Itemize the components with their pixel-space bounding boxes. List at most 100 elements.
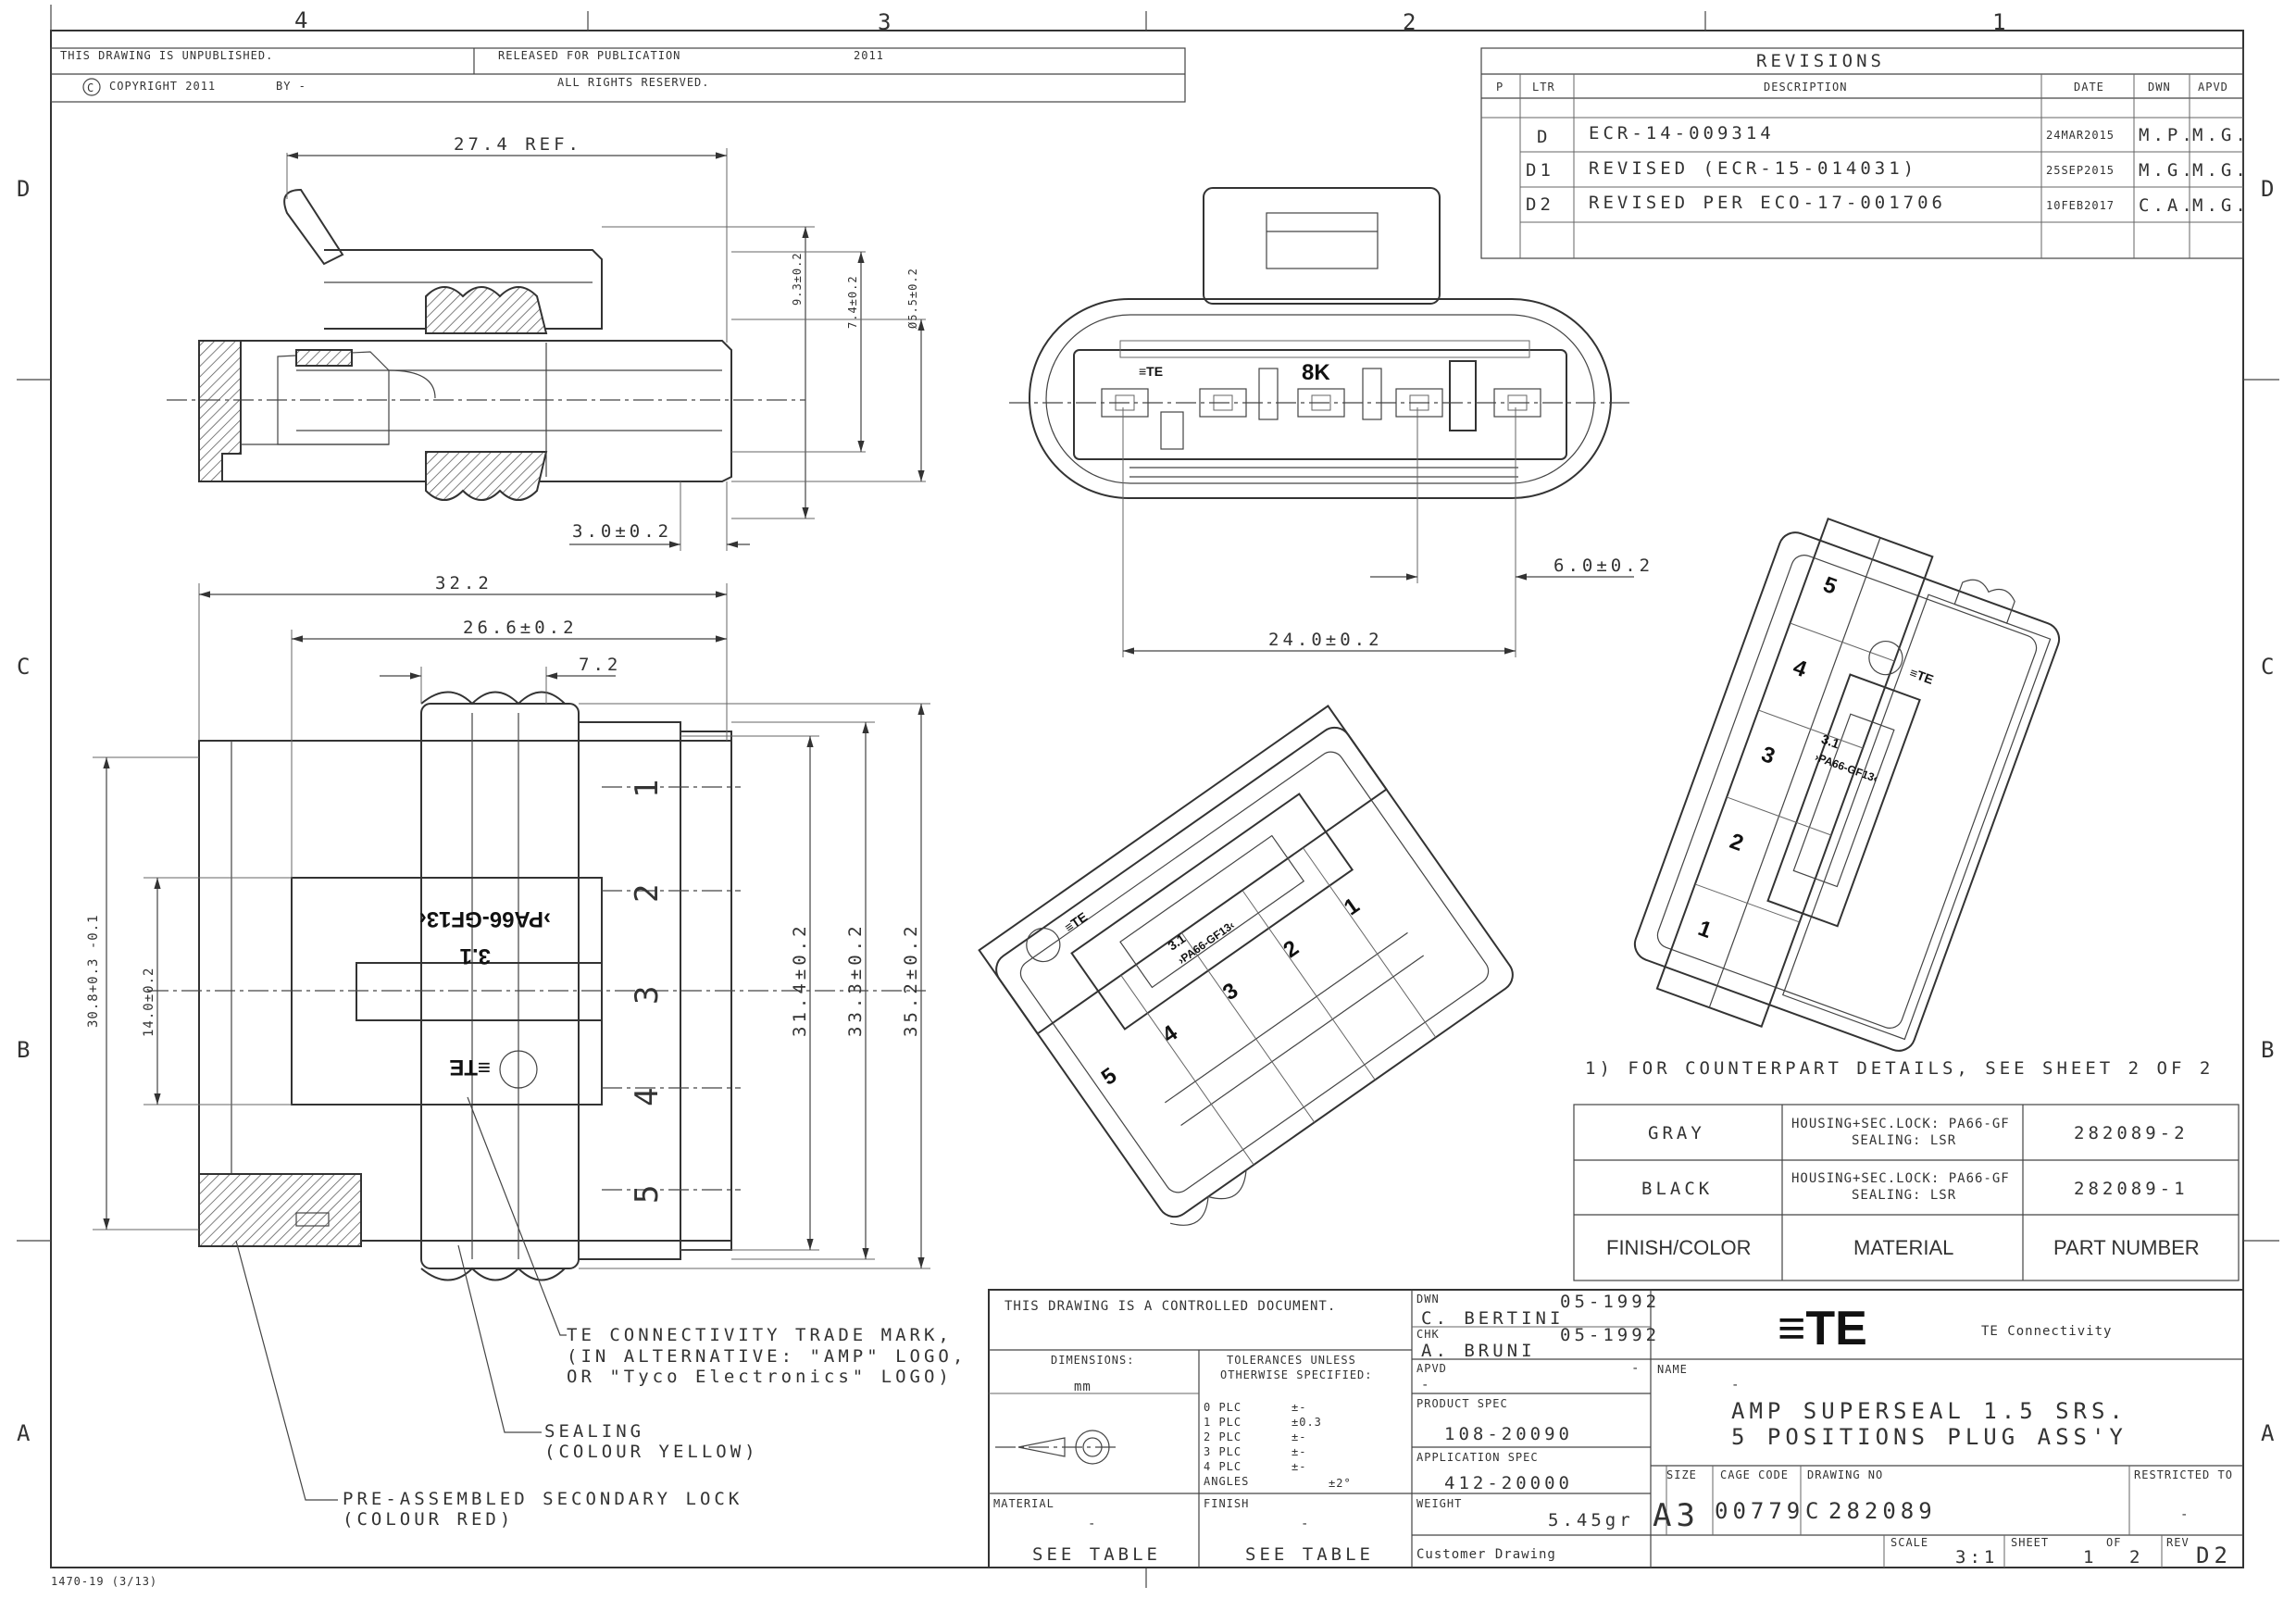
tol-2-plc-value: ±- xyxy=(1292,1430,1306,1443)
finish-row-2-material-1: HOUSING+SEC.LOCK: PA66-GF xyxy=(1791,1171,2010,1186)
zone-d-left: D xyxy=(17,176,34,202)
rev-row-3-description: REVISED PER ECO-17-001706 xyxy=(1589,193,1946,213)
front-face-view: ≡TE 8K 24.0±0.2 6.0±0.2 xyxy=(1009,187,1650,657)
company-logo: ≡TE xyxy=(1778,1302,1867,1355)
rev-row-1-apvd: M.G. xyxy=(2192,125,2250,145)
form-number: 1470-19 (3/13) xyxy=(51,1575,157,1588)
dim-3-0: 3.0±0.2 xyxy=(572,521,672,542)
rev-header-dwn: DWN xyxy=(2148,81,2171,94)
rev-header-description: DESCRIPTION xyxy=(1764,81,1847,94)
material-see-table: SEE TABLE xyxy=(1032,1544,1161,1565)
name-label: NAME xyxy=(1657,1363,1688,1376)
released-label: RELEASED FOR PUBLICATION xyxy=(498,49,680,62)
note-sealing-line-2: (COLOUR YELLOW) xyxy=(544,1442,759,1462)
side-te-logo: ≡TE xyxy=(449,1055,491,1080)
rev-row-2-ltr: D1 xyxy=(1526,160,1554,181)
drawing-no-label: DRAWING NO xyxy=(1807,1468,1883,1481)
dim-24-0: 24.0±0.2 xyxy=(1268,630,1383,650)
date-wheel-icon xyxy=(499,1050,538,1089)
dim-7-4: 7.4±0.2 xyxy=(846,275,859,329)
note-sealing-line-1: SEALING xyxy=(544,1421,644,1442)
iso-center-pos-3: 3 xyxy=(1218,978,1242,1006)
finish-row-1-color: GRAY xyxy=(1648,1123,1705,1143)
dim-32-2: 32.2 xyxy=(435,573,493,593)
iso-right-pos-2: 2 xyxy=(1727,829,1747,856)
side-elevation-view: ›PA66-GF13‹ 3.1 ≡TE 1 2 3 4 5 32.2 26.6±… xyxy=(86,573,930,1281)
iso-center-pos-2: 2 xyxy=(1279,935,1303,963)
side-pos-5: 5 xyxy=(629,1181,666,1204)
tol-3-plc-value: ±- xyxy=(1292,1445,1306,1458)
chk-label: CHK xyxy=(1416,1328,1440,1341)
cage-code-label: CAGE CODE xyxy=(1720,1468,1789,1481)
isometric-view-center: 5 4 3 2 1 3.1 ›PA66-GF13‹ ≡TE xyxy=(978,705,1514,1226)
finish-label: FINISH xyxy=(1204,1497,1249,1510)
zone-4: 4 xyxy=(294,7,312,33)
rights-reserved: ALL RIGHTS RESERVED. xyxy=(557,76,710,89)
tol-4-plc-value: ±- xyxy=(1292,1460,1306,1473)
dim-dia-5-5: Ø5.5±0.2 xyxy=(906,268,919,329)
restricted-value: - xyxy=(2180,1507,2189,1522)
zone-b-left: B xyxy=(17,1037,34,1063)
weight-value: 5.45gr xyxy=(1548,1510,1634,1530)
iso-right-pos-1: 1 xyxy=(1695,916,1716,943)
tol-1-plc-label: 1 PLC xyxy=(1204,1416,1242,1429)
rev-row-1-date: 24MAR2015 xyxy=(2046,129,2115,142)
note-trademark-line-2: (IN ALTERNATIVE: "AMP" LOGO, xyxy=(567,1346,967,1367)
zone-2: 2 xyxy=(1403,9,1420,35)
rev-row-2-apvd: M.G. xyxy=(2192,160,2250,181)
rev-header-ltr: LTR xyxy=(1532,81,1555,94)
tolerances-line-1: TOLERANCES UNLESS xyxy=(1227,1354,1356,1367)
tol-2-plc-label: 2 PLC xyxy=(1204,1430,1242,1443)
zone-3: 3 xyxy=(878,9,895,35)
face-code-8k: 8K xyxy=(1302,360,1330,385)
sheet-of-value: 2 xyxy=(2129,1547,2143,1568)
dimensions-units: mm xyxy=(1074,1380,1092,1394)
finish-row-1-material-2: SEALING: LSR xyxy=(1852,1133,1956,1148)
rev-row-2-dwn: M.G. xyxy=(2139,160,2196,181)
size-value: A3 xyxy=(1653,1497,1700,1534)
finish-header-part: PART NUMBER xyxy=(2053,1236,2200,1259)
iso-right-pos-4: 4 xyxy=(1790,655,1810,682)
dim-30-8: 30.8+0.3 -0.1 xyxy=(86,914,101,1028)
chk-date: 05-1992 xyxy=(1560,1325,1660,1345)
rev-row-1-description: ECR-14-009314 xyxy=(1589,123,1775,144)
controlled-document: THIS DRAWING IS A CONTROLLED DOCUMENT. xyxy=(1004,1299,1336,1314)
finish-color-table: GRAY HOUSING+SEC.LOCK: PA66-GF SEALING: … xyxy=(1573,1104,2240,1281)
face-te-logo: ≡TE xyxy=(1139,364,1163,379)
tol-1-plc-value: ±0.3 xyxy=(1292,1416,1322,1429)
rev-row-1-ltr: D xyxy=(1537,127,1551,147)
rev-row-3-ltr: D2 xyxy=(1526,194,1554,215)
callout-notes: TE CONNECTIVITY TRADE MARK, (IN ALTERNAT… xyxy=(235,1058,2214,1530)
zone-a-left: A xyxy=(17,1420,34,1446)
apvd-value: - xyxy=(1421,1378,1429,1393)
side-pos-4: 4 xyxy=(629,1083,666,1106)
counterpart-note: 1) FOR COUNTERPART DETAILS, SEE SHEET 2 … xyxy=(1585,1058,2214,1079)
rev-row-3-date: 10FEB2017 xyxy=(2046,199,2115,212)
tol-0-plc-value: ±- xyxy=(1292,1401,1306,1414)
dim-7-2: 7.2 xyxy=(579,655,621,675)
iso-right-grade: 3.1 xyxy=(1819,731,1841,752)
dwn-date: 05-1992 xyxy=(1560,1292,1660,1312)
finish-row-1-part: 282089-2 xyxy=(2074,1123,2189,1143)
sheet-value: 1 xyxy=(2083,1547,2097,1568)
note-trademark-line-3: OR "Tyco Electronics" LOGO) xyxy=(567,1367,953,1387)
dim-26-6: 26.6±0.2 xyxy=(463,618,578,638)
tol-4-plc-label: 4 PLC xyxy=(1204,1460,1242,1473)
sheet-of-label: OF xyxy=(2106,1536,2121,1549)
rev-row-3-dwn: C.A. xyxy=(2139,195,2196,216)
zone-1: 1 xyxy=(1992,9,2010,35)
finish-row-2-color: BLACK xyxy=(1641,1179,1713,1199)
side-pos-2: 2 xyxy=(629,880,666,903)
unpublished-notice: THIS DRAWING IS UNPUBLISHED. xyxy=(60,49,273,62)
scale-value: 3:1 xyxy=(1955,1547,1998,1568)
zone-c-right: C xyxy=(2261,654,2278,680)
dim-14-0: 14.0±0.2 xyxy=(142,968,156,1037)
finish-row-2-material-2: SEALING: LSR xyxy=(1852,1188,1956,1203)
name-dash: - xyxy=(1731,1378,1740,1393)
finish-see-table: SEE TABLE xyxy=(1245,1544,1374,1565)
side-pos-1: 1 xyxy=(629,775,666,798)
rev-row-2-date: 25SEP2015 xyxy=(2046,164,2115,177)
tol-0-plc-label: 0 PLC xyxy=(1204,1401,1242,1414)
release-year: 2011 xyxy=(854,49,884,62)
